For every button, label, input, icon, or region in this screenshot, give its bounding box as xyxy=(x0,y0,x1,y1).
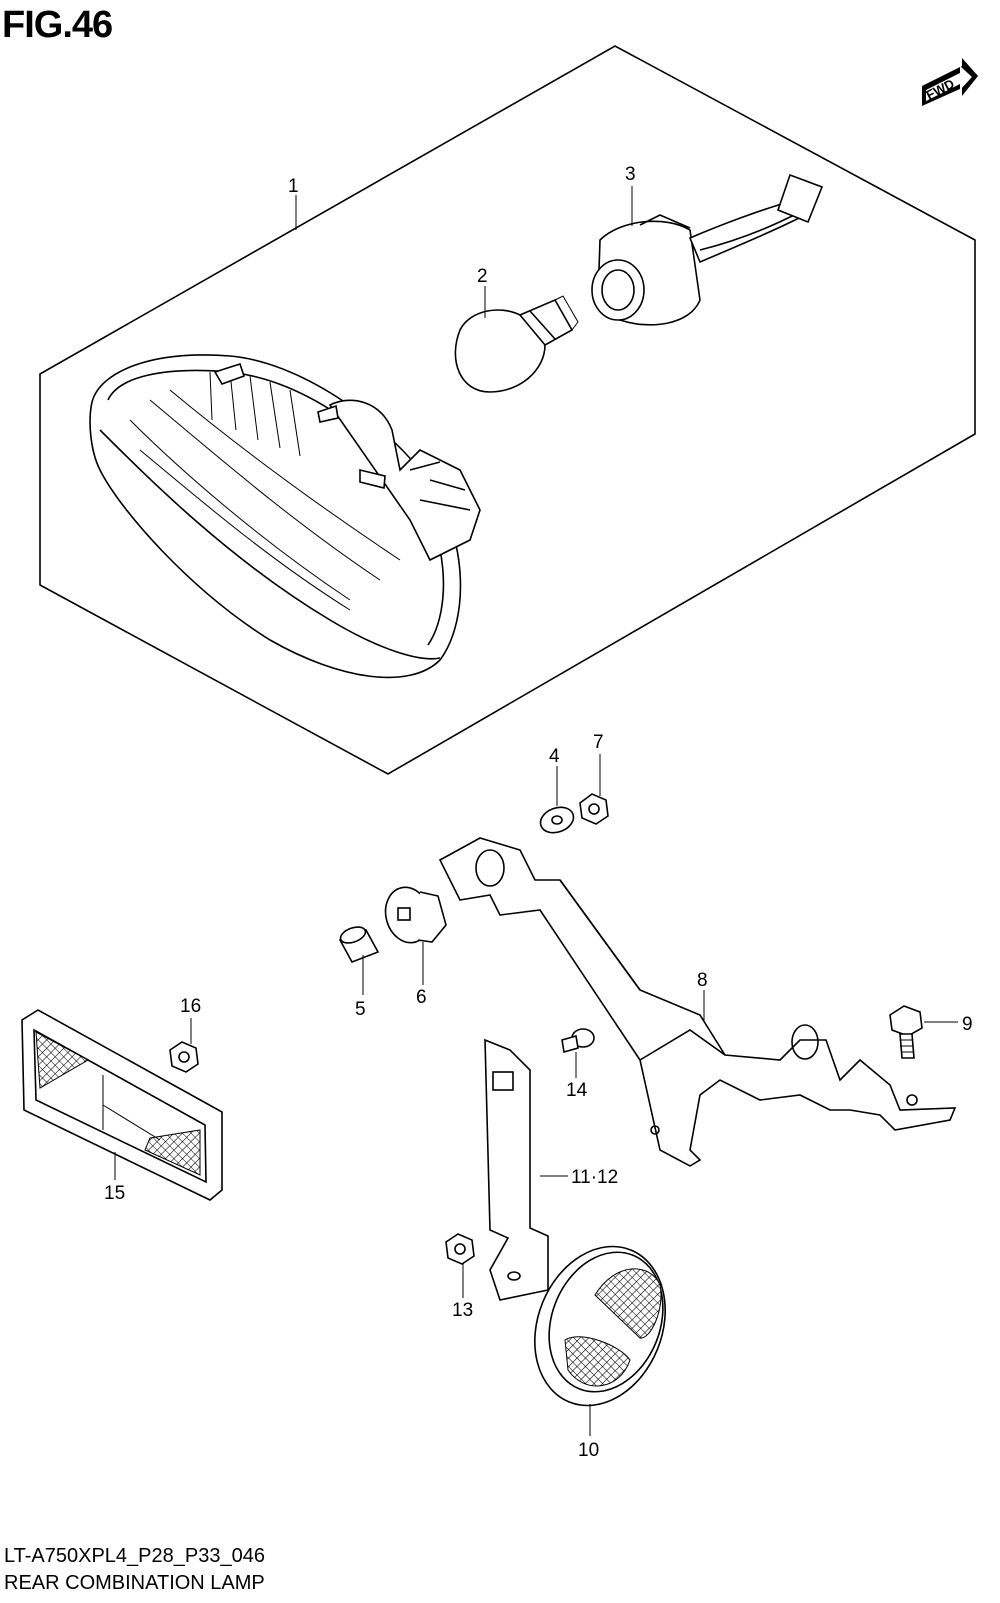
callout-10: 10 xyxy=(578,1440,599,1461)
assembly-outline xyxy=(39,45,976,775)
callout-13: 13 xyxy=(452,1300,473,1321)
bulb xyxy=(454,295,579,393)
side-reflector xyxy=(21,1009,223,1201)
collar xyxy=(338,926,380,963)
grommet xyxy=(384,886,447,944)
figure-caption: REAR COMBINATION LAMP xyxy=(4,1572,265,1594)
fwd-arrow-icon: FWD xyxy=(922,58,978,106)
fwd-label: FWD xyxy=(924,76,957,103)
washer xyxy=(539,806,575,834)
callout-1: 1 xyxy=(288,176,299,197)
callout-15: 15 xyxy=(104,1183,125,1204)
screw-14 xyxy=(561,1028,595,1054)
callout-9: 9 xyxy=(962,1014,973,1035)
callout-2: 2 xyxy=(477,266,488,287)
bolt-9 xyxy=(889,1005,923,1059)
callout-6: 6 xyxy=(416,987,427,1008)
callout-4: 4 xyxy=(549,746,560,767)
bulb-socket xyxy=(591,173,824,326)
leader-lines xyxy=(114,186,958,1436)
nut-16 xyxy=(169,1041,199,1073)
callout-7: 7 xyxy=(593,732,604,753)
callout-16: 16 xyxy=(180,996,201,1017)
callout-8: 8 xyxy=(697,970,708,991)
round-reflector xyxy=(534,1245,666,1407)
lamp-bracket xyxy=(438,837,957,1167)
figure-title: FIG.46 xyxy=(2,4,113,46)
reflector-bracket xyxy=(484,1038,549,1301)
nut-13 xyxy=(445,1233,475,1265)
callouts: 1 2 3 4 5 6 7 8 9 10 11·12 13 14 15 16 xyxy=(104,164,973,1461)
rear-combination-lamp xyxy=(89,354,481,679)
callout-14: 14 xyxy=(566,1080,588,1101)
nut-7 xyxy=(579,793,609,825)
callout-3: 3 xyxy=(625,164,636,185)
callout-11-12: 11·12 xyxy=(571,1167,618,1188)
model-code: LT-A750XPL4_P28_P33_046 xyxy=(4,1545,265,1567)
callout-5: 5 xyxy=(355,999,366,1020)
